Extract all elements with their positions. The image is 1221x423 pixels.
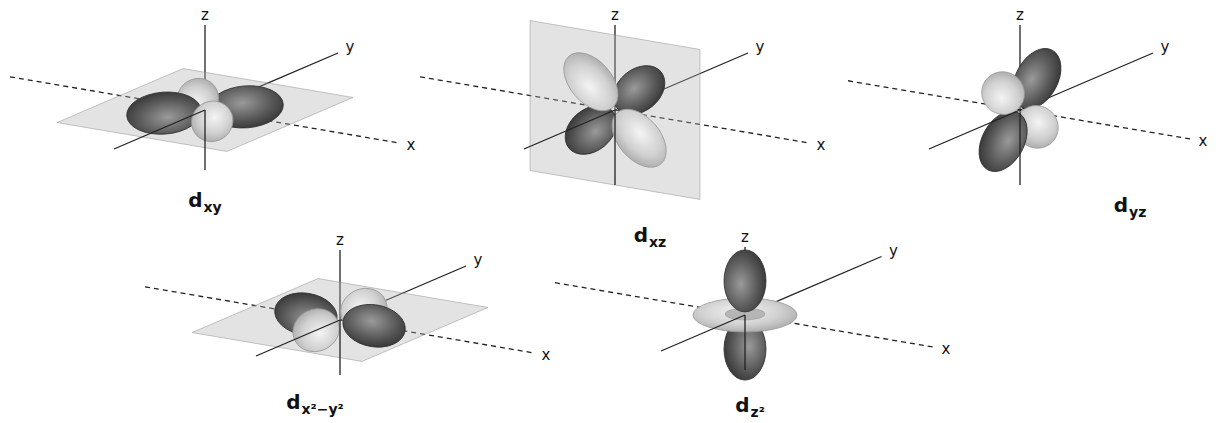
axis-label: y xyxy=(889,243,898,258)
orbital-letter: d xyxy=(735,393,749,417)
orbital-subscript: x²−y² xyxy=(302,401,344,417)
nodal-plane xyxy=(530,21,700,200)
axis-label: y xyxy=(1161,40,1170,55)
light-lobe xyxy=(973,63,1033,123)
y-axis xyxy=(524,110,615,149)
axis-label: z xyxy=(201,8,209,23)
z-axis xyxy=(1019,110,1020,185)
z-axis xyxy=(339,320,340,375)
z-axis xyxy=(744,315,745,370)
y-axis xyxy=(929,110,1020,149)
axis-label: y xyxy=(346,40,355,55)
dark-lobe xyxy=(125,89,203,137)
orbital-caption: dxz xyxy=(634,223,667,247)
y-axis xyxy=(661,315,745,351)
z-axis xyxy=(614,110,615,185)
orbital-caption: dxy xyxy=(188,188,221,212)
axis-label: z xyxy=(1016,8,1024,23)
orbital-letter: d xyxy=(634,223,648,247)
axis-label: y xyxy=(474,253,483,268)
axis-label: x xyxy=(1199,134,1208,149)
z-axis xyxy=(204,110,205,170)
axis-label: x xyxy=(407,138,416,153)
orbital-subscript: yz xyxy=(1129,204,1146,220)
orbital-subscript: xy xyxy=(204,199,222,215)
orbital-letter: d xyxy=(1114,193,1128,217)
axis-label: z xyxy=(336,233,344,248)
orbital-subscript: xz xyxy=(649,234,666,250)
axis-label: x xyxy=(542,348,551,363)
axis-label: x xyxy=(817,138,826,153)
dark-lobe xyxy=(724,250,766,312)
y-axis xyxy=(256,320,340,356)
axis-label: y xyxy=(756,40,765,55)
orbital-subscript: z² xyxy=(751,404,765,420)
axis-label: x xyxy=(942,342,951,357)
orbital-caption: dz² xyxy=(735,393,765,417)
axis-label: z xyxy=(611,8,619,23)
axis-label: z xyxy=(741,230,749,245)
light-lobe xyxy=(184,93,241,149)
y-axis xyxy=(114,110,205,149)
orbital-letter: d xyxy=(286,390,300,414)
orbital-letter: d xyxy=(188,188,202,212)
orbital-caption: dyz xyxy=(1114,193,1147,217)
light-lobe xyxy=(553,42,629,121)
orbital-caption: dx²−y² xyxy=(286,390,343,414)
dark-lobe xyxy=(340,300,409,352)
